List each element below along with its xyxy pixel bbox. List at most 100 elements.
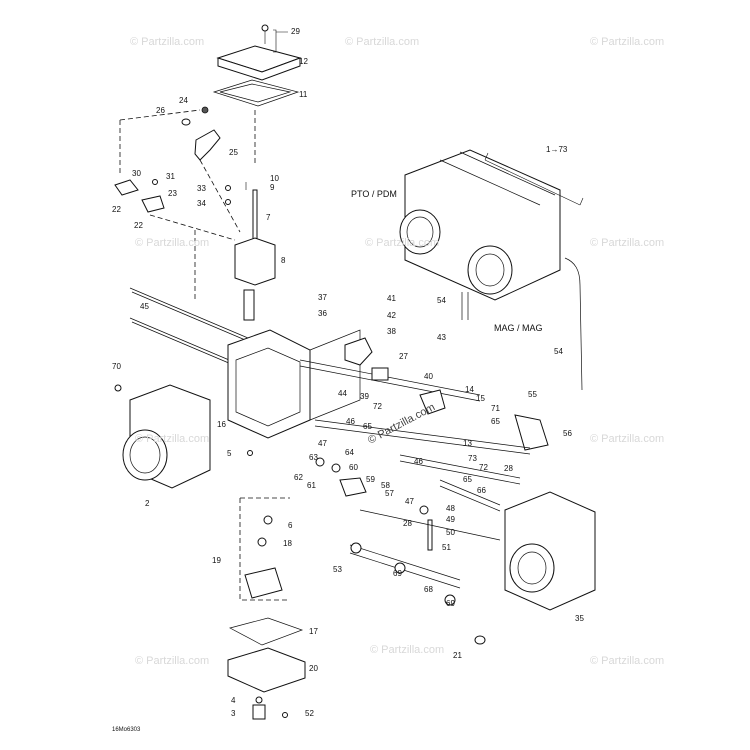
- throttle-shaft: [299, 359, 481, 402]
- callout-7: 7: [266, 213, 271, 222]
- callout-4: 4: [231, 696, 236, 705]
- watermark: © Partzilla.com: [365, 237, 440, 249]
- screw-50: [427, 519, 433, 551]
- callout-19: 19: [212, 556, 221, 565]
- screw-33: [225, 185, 231, 191]
- callout-54b: 54: [554, 347, 563, 356]
- callout-46a: 46: [346, 417, 355, 426]
- callout-55: 55: [528, 390, 537, 399]
- callout-28a: 28: [504, 464, 513, 473]
- callout-31: 31: [166, 172, 175, 181]
- callout-52: 52: [305, 709, 314, 718]
- callout-13: 13: [463, 439, 472, 448]
- callout-35: 35: [575, 614, 584, 623]
- callout-65b: 65: [491, 417, 500, 426]
- callout-68: 68: [424, 585, 433, 594]
- washer-26: [181, 118, 191, 126]
- callout-40: 40: [424, 372, 433, 381]
- callout-27: 27: [399, 352, 408, 361]
- callout-62: 62: [294, 473, 303, 482]
- bracket-56: [514, 414, 549, 451]
- callout-22a: 22: [112, 205, 121, 214]
- spring-66: [439, 479, 501, 512]
- callout-69a: 69: [393, 569, 402, 578]
- callout-43: 43: [437, 333, 446, 342]
- callout-33: 33: [197, 184, 206, 193]
- watermark: © Partzilla.com: [370, 644, 445, 656]
- callout-8: 8: [281, 256, 286, 265]
- spring-59: [339, 477, 367, 497]
- lever-38: [344, 337, 373, 366]
- label-pto-pdm: PTO / PDM: [351, 189, 397, 199]
- callout-2: 2: [145, 499, 150, 508]
- callout-45: 45: [140, 302, 149, 311]
- bracket-23: [141, 195, 165, 213]
- tube-54: [564, 257, 583, 391]
- watermark: © Partzilla.com: [135, 433, 210, 445]
- watermark: © Partzilla.com: [590, 237, 665, 249]
- callout-6: 6: [288, 521, 293, 530]
- throttle-slide-8: [234, 237, 276, 286]
- callout-47a: 47: [318, 439, 327, 448]
- callout-14: 14: [465, 385, 474, 394]
- callout-18: 18: [283, 539, 292, 548]
- callout-73: 73: [468, 454, 477, 463]
- jet-18: [257, 537, 267, 547]
- clip-31: [152, 179, 158, 185]
- callout-11: 11: [299, 90, 308, 99]
- cap-21: [474, 635, 486, 645]
- cap-gasket: [212, 79, 300, 107]
- callout-30: 30: [132, 169, 141, 178]
- callout-41: 41: [387, 294, 396, 303]
- nut-48: [419, 505, 429, 515]
- watermark: © Partzilla.com: [135, 237, 210, 249]
- lever-25: [194, 129, 221, 161]
- callout-71: 71: [491, 404, 500, 413]
- callout-61: 61: [307, 481, 316, 490]
- callout-56: 56: [563, 429, 572, 438]
- clamp-69b: [444, 594, 456, 606]
- callout-10: 10: [270, 174, 279, 183]
- screw-52: [282, 712, 288, 718]
- callout-29: 29: [291, 27, 300, 36]
- drawing-code: 16Mo6303: [112, 727, 141, 733]
- callout-64: 64: [345, 448, 354, 457]
- lever-40: [419, 389, 446, 415]
- callout-48: 48: [446, 504, 455, 513]
- callout-15: 15: [476, 394, 485, 403]
- callout-72a: 72: [373, 402, 382, 411]
- callout-72b: 72: [479, 463, 488, 472]
- screw-5: [247, 450, 253, 456]
- callout-3: 3: [231, 709, 236, 718]
- jet-needle-7: [252, 189, 258, 241]
- rod-28: [399, 454, 521, 485]
- callout-21: 21: [453, 651, 462, 660]
- callout-26: 26: [156, 106, 165, 115]
- callout-53: 53: [333, 565, 342, 574]
- watermark: © Partzilla.com: [130, 36, 205, 48]
- callout-12: 12: [299, 57, 308, 66]
- callout-22b: 22: [134, 221, 143, 230]
- callout-38: 38: [387, 327, 396, 336]
- clip-34: [225, 199, 231, 205]
- fuel-rail-28: [349, 509, 501, 589]
- watermark: © Partzilla.com: [135, 655, 210, 667]
- nut-24: [201, 106, 209, 114]
- bracket-30: [114, 179, 139, 196]
- callout-34: 34: [197, 199, 206, 208]
- sync-rod: [314, 419, 531, 455]
- watermark: © Partzilla.com: [590, 655, 665, 667]
- washer-63: [315, 457, 325, 467]
- callout-49: 49: [446, 515, 455, 524]
- callout-54a: 54: [437, 296, 446, 305]
- callout-39: 39: [360, 392, 369, 401]
- callout-44: 44: [338, 389, 347, 398]
- carburetor-cap-side: [217, 57, 301, 81]
- bowl-gasket-17: [229, 617, 304, 646]
- washer-64: [331, 463, 341, 473]
- mag-throat: [467, 245, 513, 295]
- callout-47b: 47: [405, 497, 414, 506]
- callout-1-73: 1→73: [546, 145, 568, 154]
- jet-6: [263, 515, 273, 525]
